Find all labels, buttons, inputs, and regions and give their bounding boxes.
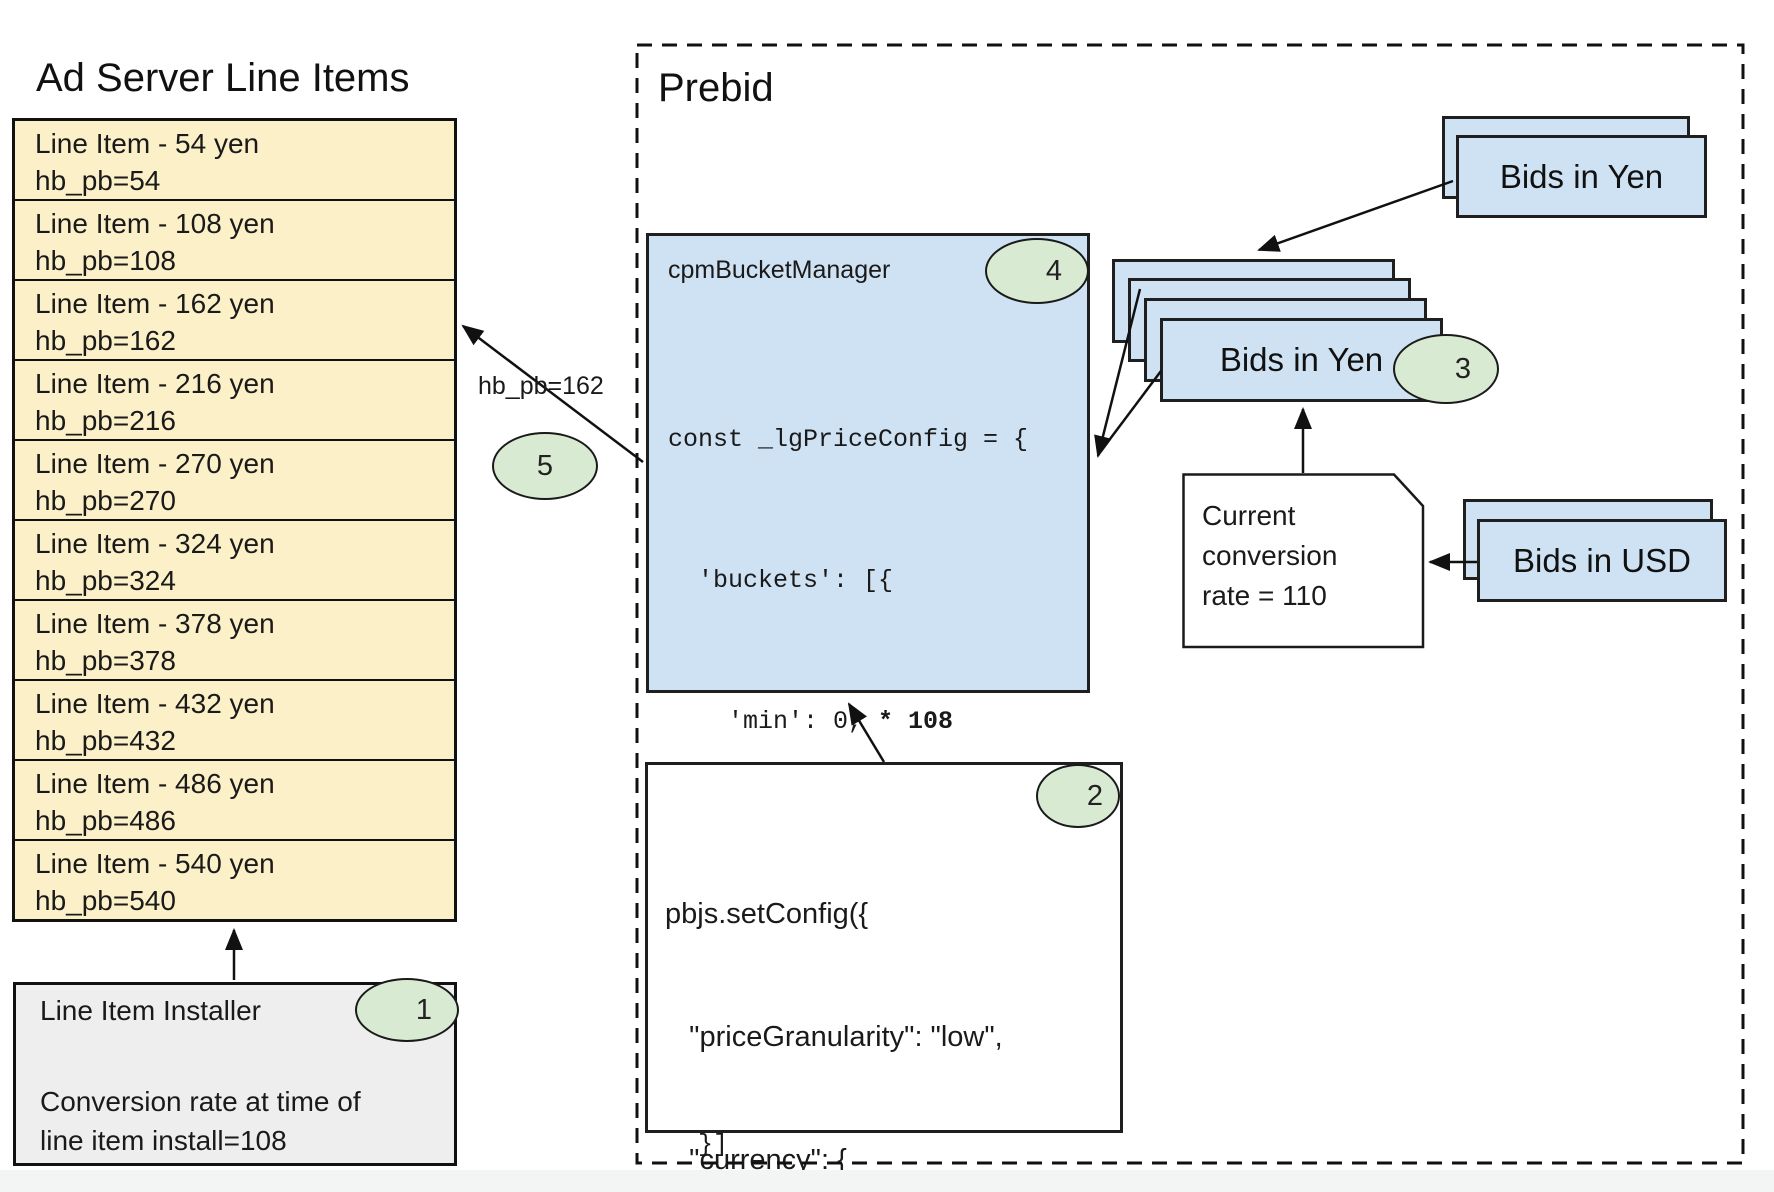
setconfig-code: pbjs.setConfig({ "priceGranularity": "lo…: [665, 898, 1003, 1176]
line-item-title: Line Item - 108 yen: [35, 208, 275, 239]
step-badge-2: 2: [1036, 764, 1120, 828]
line-items-table: Line Item - 54 yen hb_pb=54 Line Item - …: [12, 118, 457, 922]
step-badge-4: 4: [985, 238, 1089, 304]
line-item-hb: hb_pb=216: [35, 405, 176, 436]
line-item-row: Line Item - 378 yen hb_pb=378: [15, 599, 454, 679]
line-item-hb: hb_pb=270: [35, 485, 176, 516]
line-item-title: Line Item - 324 yen: [35, 528, 275, 559]
line-item-hb: hb_pb=324: [35, 565, 176, 596]
canvas-edge: [0, 1170, 1774, 1192]
line-item-hb: hb_pb=378: [35, 645, 176, 676]
line-item-row: Line Item - 270 yen hb_pb=270: [15, 439, 454, 519]
bids-in-yen-top-card: Bids in Yen: [1456, 135, 1707, 218]
line-item-hb: hb_pb=108: [35, 245, 176, 276]
step-badge-3: 3: [1393, 334, 1499, 404]
line-item-hb: hb_pb=162: [35, 325, 176, 356]
cpm-bucket-manager-title: cpmBucketManager: [668, 256, 891, 284]
line-item-title: Line Item - 540 yen: [35, 848, 275, 879]
line-item-title: Line Item - 162 yen: [35, 288, 275, 319]
line-item-row: Line Item - 162 yen hb_pb=162: [15, 279, 454, 359]
line-item-row: Line Item - 54 yen hb_pb=54: [15, 121, 454, 199]
line-item-row: Line Item - 432 yen hb_pb=432: [15, 679, 454, 759]
installer-note: Conversion rate at time of line item ins…: [40, 1086, 361, 1156]
line-item-row: Line Item - 108 yen hb_pb=108: [15, 199, 454, 279]
line-item-hb: hb_pb=432: [35, 725, 176, 756]
line-item-row: Line Item - 486 yen hb_pb=486: [15, 759, 454, 839]
line-item-row: Line Item - 324 yen hb_pb=324: [15, 519, 454, 599]
line-item-title: Line Item - 432 yen: [35, 688, 275, 719]
line-item-title: Line Item - 378 yen: [35, 608, 275, 639]
installer-title: Line Item Installer: [40, 995, 261, 1026]
line-item-row: Line Item - 540 yen hb_pb=540: [15, 839, 454, 919]
line-item-hb: hb_pb=54: [35, 165, 161, 196]
bids-in-usd-card: Bids in USD: [1477, 519, 1727, 602]
hb-pb-arrow-label: hb_pb=162: [478, 372, 604, 400]
ad-server-title: Ad Server Line Items: [36, 56, 410, 100]
line-item-title: Line Item - 270 yen: [35, 448, 275, 479]
line-item-hb: hb_pb=540: [35, 885, 176, 916]
line-item-hb: hb_pb=486: [35, 805, 176, 836]
prebid-title: Prebid: [658, 66, 774, 110]
step-badge-1: 1: [355, 978, 459, 1042]
line-item-title: Line Item - 486 yen: [35, 768, 275, 799]
line-item-title: Line Item - 216 yen: [35, 368, 275, 399]
step-badge-5: 5: [492, 432, 598, 500]
line-item-row: Line Item - 216 yen hb_pb=216: [15, 359, 454, 439]
line-item-title: Line Item - 54 yen: [35, 128, 260, 159]
conversion-note-text: Current conversion rate = 110: [1202, 500, 1338, 611]
